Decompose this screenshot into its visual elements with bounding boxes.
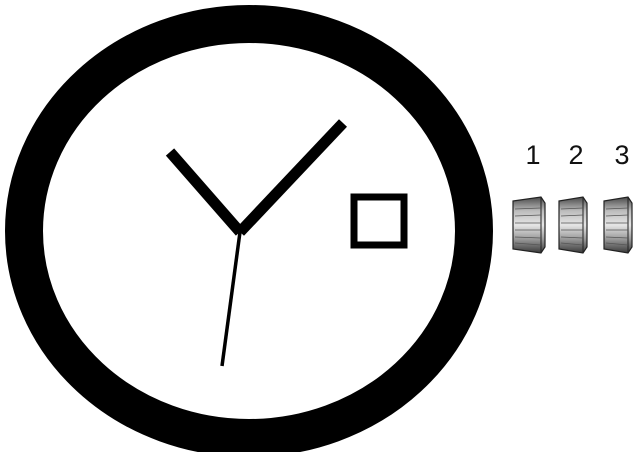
crown-position-1 — [513, 197, 545, 253]
second-hand — [222, 232, 240, 366]
minute-hand — [240, 123, 343, 232]
crown-position-label-2: 2 — [568, 140, 583, 170]
crown-position-label-1: 1 — [525, 140, 540, 170]
hour-hand — [170, 152, 240, 232]
date-window — [354, 197, 404, 245]
crown-position-2 — [559, 197, 587, 253]
crown-position-3 — [604, 197, 632, 253]
crown-position-label-3: 3 — [614, 140, 629, 170]
